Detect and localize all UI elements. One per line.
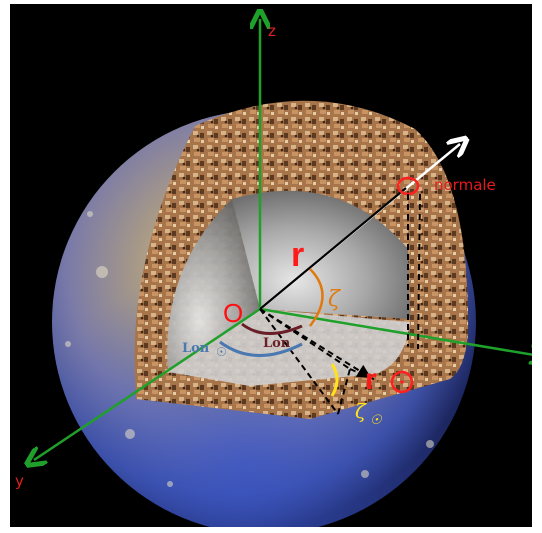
- diagram-frame: z x y O r r ζ ζ ☉ Lon Lon ☉ normale: [10, 4, 532, 527]
- radius-label: r: [291, 236, 304, 274]
- mercury-diagram: z x y O r r ζ ζ ☉ Lon Lon ☉ normale: [15, 4, 532, 527]
- radius-sun-arrow: [259, 308, 372, 379]
- sun-direction-dot: [400, 380, 404, 384]
- core-bottom-face: [168, 309, 410, 386]
- zeta-sun-arc: [330, 363, 339, 397]
- lon-sun-symbol: ☉: [216, 345, 227, 359]
- zeta-label: ζ: [328, 287, 342, 312]
- zeta-sun-label: ζ: [355, 399, 367, 423]
- x-axis: [259, 307, 532, 356]
- z-axis-label: z: [268, 22, 276, 40]
- sun-direction-marker: [390, 370, 414, 394]
- lon-label: Lon: [263, 336, 291, 351]
- y-axis: [34, 307, 261, 460]
- y-axis-label: y: [15, 472, 24, 490]
- normal-label: normale: [434, 176, 496, 194]
- radius-line: [259, 187, 407, 310]
- lon-sun-label: Lon: [182, 341, 210, 356]
- lon-arc-dark: [241, 322, 303, 336]
- zeta-arc: [309, 268, 324, 327]
- origin-label: O: [223, 298, 243, 328]
- radius-sun-label: r: [365, 363, 377, 396]
- zeta-sun-symbol: ☉: [370, 413, 383, 428]
- core-left-face: [167, 199, 260, 372]
- lon-arc-blue: [219, 340, 303, 357]
